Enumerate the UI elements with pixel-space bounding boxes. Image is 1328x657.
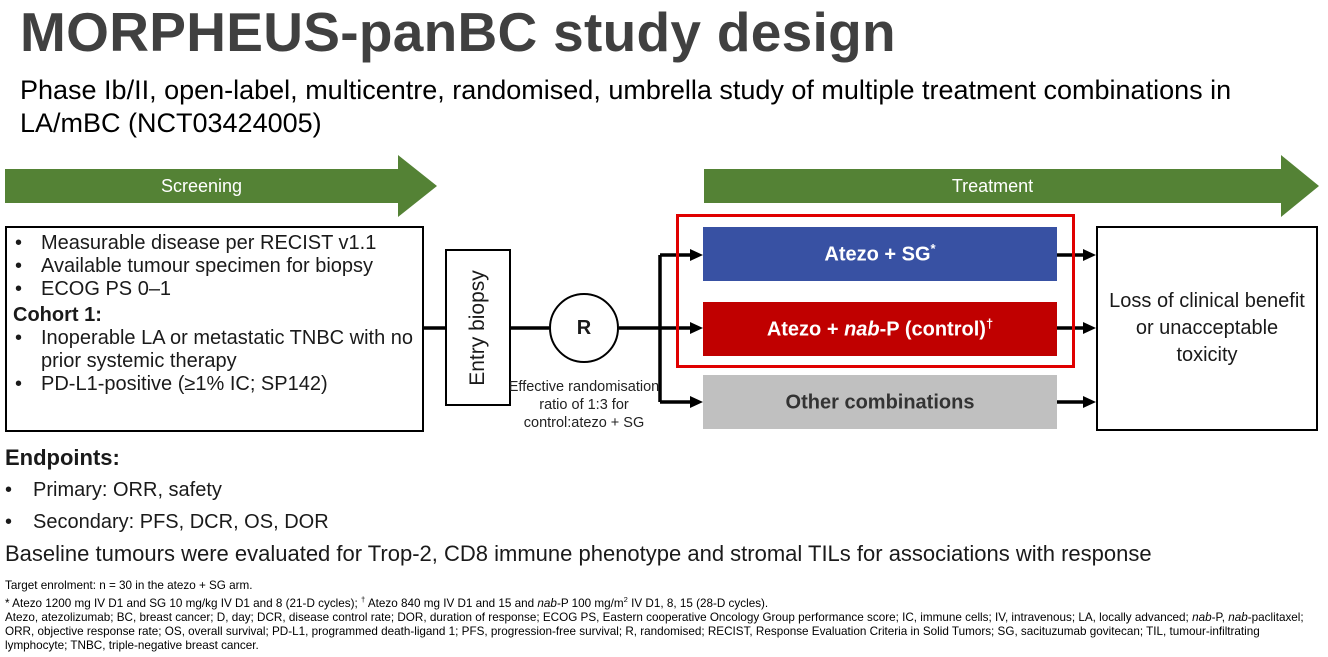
arm-label: Other combinations bbox=[785, 391, 975, 414]
treatment-arrow bbox=[704, 155, 1319, 217]
arm-label: Atezo + nab-P (control)† bbox=[766, 316, 994, 341]
criterion-item: ECOG PS 0–1 bbox=[13, 278, 416, 301]
highlight-frame bbox=[676, 214, 1075, 368]
footnotes: Target enrolment: n = 30 in the atezo + … bbox=[5, 579, 1323, 653]
page-subtitle: Phase Ib/II, open-label, multicentre, ra… bbox=[20, 75, 1232, 138]
arrowhead-out1 bbox=[1083, 249, 1096, 261]
arrowheads bbox=[690, 249, 1096, 408]
arm-atezo-sg: Atezo + SG* bbox=[703, 227, 1057, 281]
footnote-dosing: * Atezo 1200 mg IV D1 and SG 10 mg/kg IV… bbox=[5, 595, 769, 610]
arrowhead-arm2 bbox=[690, 322, 703, 334]
connector-lines bbox=[424, 253, 1085, 404]
outcome-label: Loss of clinical benefit or unacceptable… bbox=[1109, 290, 1305, 366]
footnote-enrolment: Target enrolment: n = 30 in the atezo + … bbox=[5, 579, 253, 592]
treatment-label: Treatment bbox=[951, 176, 1034, 196]
entry-biopsy-box: Entry biopsy bbox=[445, 249, 511, 406]
arm-label: Atezo + SG* bbox=[824, 241, 936, 266]
entry-biopsy-label: Entry biopsy bbox=[466, 269, 489, 386]
arm-other-combinations: Other combinations bbox=[703, 375, 1057, 429]
randomisation-symbol: R bbox=[576, 316, 592, 339]
criterion-item: Available tumour specimen for biopsy bbox=[13, 255, 416, 278]
endpoint-secondary: •Secondary: PFS, DCR, OS, DOR bbox=[5, 511, 329, 533]
cohort-heading: Cohort 1: bbox=[13, 304, 102, 326]
arm-atezo-nabp-control: Atezo + nab-P (control)† bbox=[703, 302, 1057, 356]
arrowhead-arm3 bbox=[690, 396, 703, 408]
footnote-abbreviations: Atezo, atezolizumab; BC, breast cancer; … bbox=[5, 610, 1304, 652]
randomisation-ratio-note: Effective randomisation ratio of 1:3 for… bbox=[508, 379, 660, 431]
baseline-note: Baseline tumours were evaluated for Trop… bbox=[5, 541, 1152, 566]
screening-label: Screening bbox=[160, 176, 243, 196]
arrowhead-out3 bbox=[1083, 396, 1096, 408]
endpoint-primary: •Primary: ORR, safety bbox=[5, 479, 222, 501]
arrowhead-out2 bbox=[1083, 322, 1096, 334]
eligibility-criteria-box: Measurable disease per RECIST v1.1 Avail… bbox=[5, 226, 424, 432]
endpoints-heading: Endpoints: bbox=[5, 445, 120, 470]
page-title: MORPHEUS-panBC study design bbox=[20, 1, 896, 63]
arrowhead-arm1 bbox=[690, 249, 703, 261]
outcome-box: Loss of clinical benefit or unacceptable… bbox=[1096, 226, 1318, 431]
cohort-criterion-item: Inoperable LA or metastatic TNBC with no… bbox=[13, 327, 416, 373]
randomisation-node: R bbox=[549, 293, 619, 363]
screening-arrow bbox=[5, 155, 437, 217]
cohort-criterion-item: PD-L1-positive (≥1% IC; SP142) bbox=[13, 373, 416, 396]
criterion-item: Measurable disease per RECIST v1.1 bbox=[13, 232, 416, 255]
